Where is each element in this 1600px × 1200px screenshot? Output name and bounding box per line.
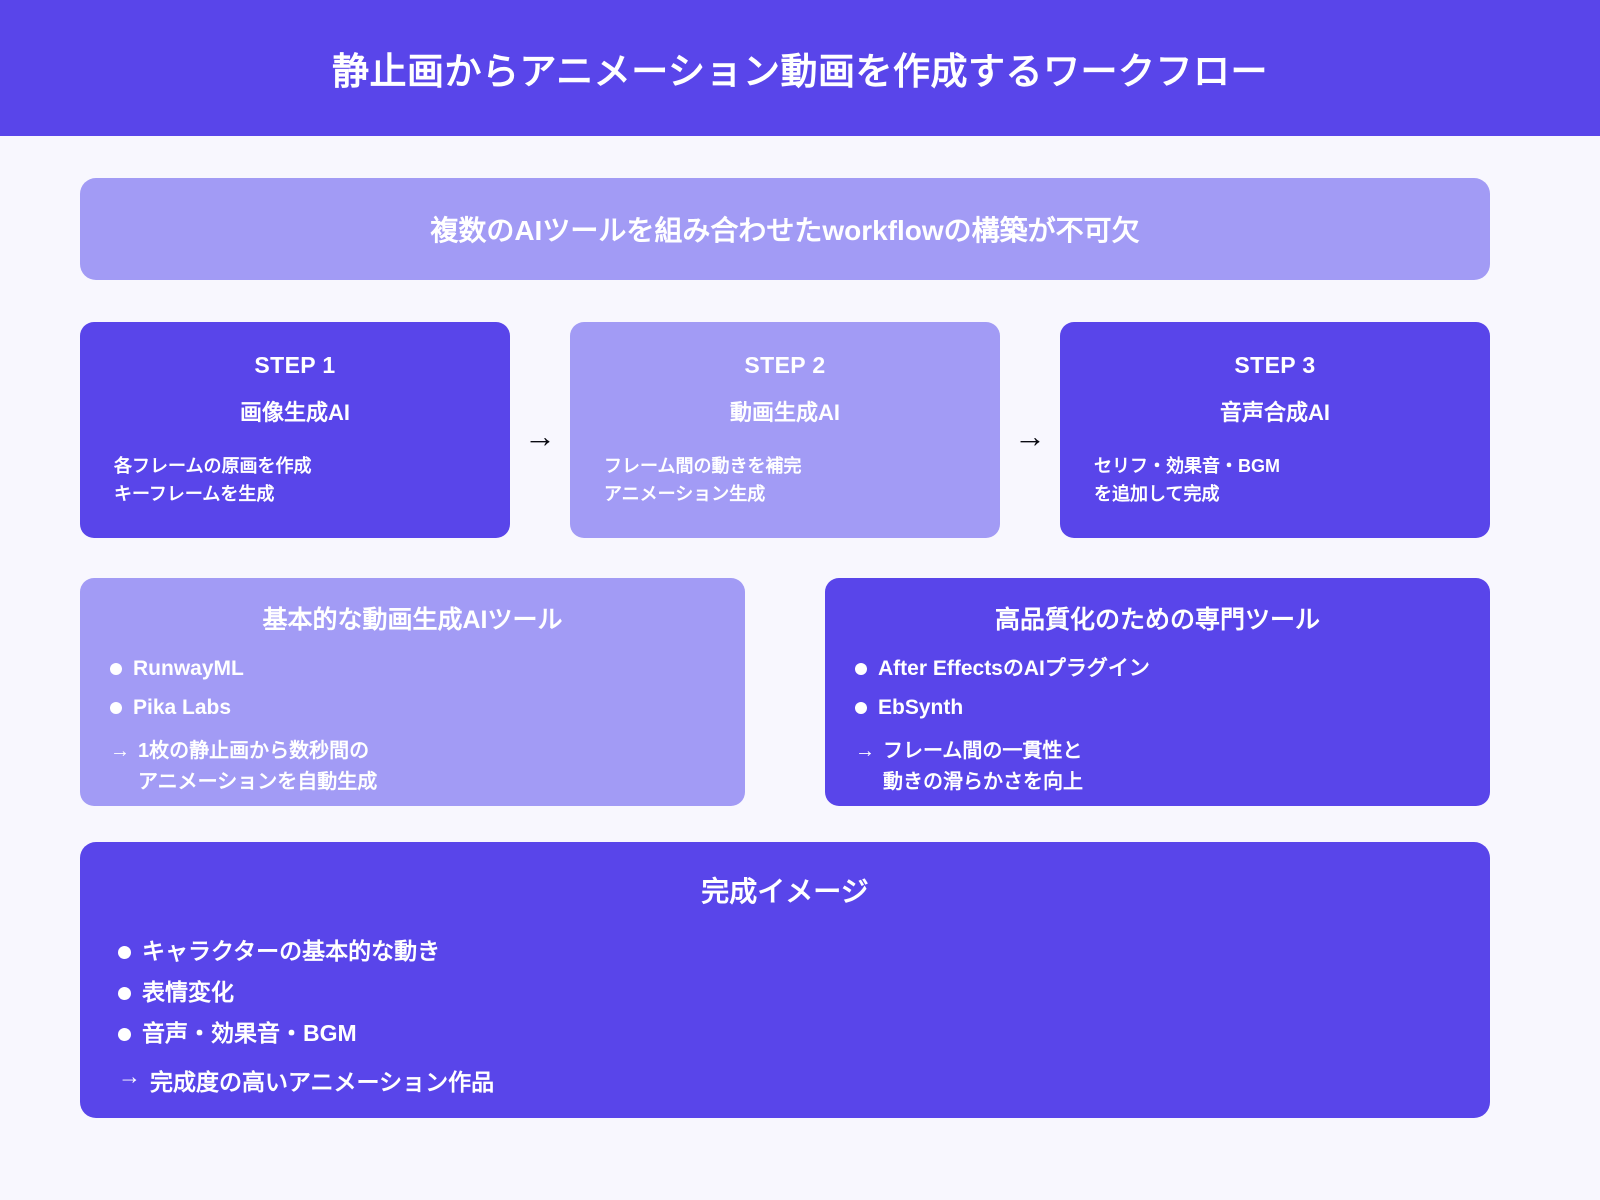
list-item: 表情変化 xyxy=(118,981,1452,1004)
advanced-tools-note-text: フレーム間の一貫性と 動きの滑らかさを向上 xyxy=(883,736,1083,798)
result-panel[interactable]: 完成イメージ キャラクターの基本的な動き 表情変化 音声・効果音・BGM → 完… xyxy=(80,842,1490,1118)
result-item-1-label: キャラクターの基本的な動き xyxy=(142,938,441,964)
basic-tool-2-label: Pika Labs xyxy=(133,696,232,719)
step-1-label: STEP 1 xyxy=(254,352,336,378)
step-card-2[interactable]: STEP 2 動画生成AI フレーム間の動きを補完 アニメーション生成 xyxy=(570,322,1000,538)
step-2-label: STEP 2 xyxy=(744,352,826,378)
advanced-tools-title: 高品質化のための専門ツール xyxy=(994,606,1320,634)
arrow-right-icon: → xyxy=(855,740,875,762)
list-item: After EffectsのAIプラグイン xyxy=(855,658,1460,679)
step-1-detail-line-1: 各フレームの原画を作成 xyxy=(114,456,312,476)
step-1-detail-line-2: キーフレームを生成 xyxy=(114,483,275,504)
basic-tools-note-line-2: アニメーションを自動生成 xyxy=(138,771,378,793)
step-3-label: STEP 3 xyxy=(1234,352,1316,378)
basic-tool-1-label: RunwayML xyxy=(133,657,244,680)
step-2-detail-line-1: フレーム間の動きを補完 xyxy=(604,456,802,476)
page-header: 静止画からアニメーション動画を作成するワークフロー xyxy=(0,0,1600,136)
arrow-right-icon-2: → xyxy=(1014,418,1046,454)
advanced-tools-note: → フレーム間の一貫性と 動きの滑らかさを向上 xyxy=(855,736,1460,798)
basic-tools-note-text: 1枚の静止画から数秒間の アニメーションを自動生成 xyxy=(138,736,377,798)
advanced-tool-2-label: EbSynth xyxy=(878,696,964,719)
bullet-dot-icon xyxy=(855,663,867,675)
arrow-right-icon: → xyxy=(118,1063,141,1089)
result-item-3-label: 音声・効果音・BGM xyxy=(142,1020,357,1046)
arrow-right-icon: → xyxy=(110,740,130,762)
result-note-text: 完成度の高いアニメーション作品 xyxy=(150,1069,495,1095)
page-title: 静止画からアニメーション動画を作成するワークフロー xyxy=(331,51,1269,92)
list-item: 音声・効果音・BGM xyxy=(118,1022,1452,1045)
result-note: → 完成度の高いアニメーション作品 xyxy=(118,1063,1452,1097)
basic-tools-note: → 1枚の静止画から数秒間の アニメーションを自動生成 xyxy=(110,736,715,798)
basic-tools-title: 基本的な動画生成AIツール xyxy=(262,606,563,634)
list-item: RunwayML xyxy=(110,658,715,679)
bullet-dot-icon xyxy=(110,702,122,714)
step-3-name: 音声合成AI xyxy=(1219,400,1330,425)
advanced-tools-panel[interactable]: 高品質化のための専門ツール After EffectsのAIプラグイン EbSy… xyxy=(825,578,1490,806)
step-card-1[interactable]: STEP 1 画像生成AI 各フレームの原画を作成 キーフレームを生成 xyxy=(80,322,510,538)
advanced-tools-note-line-2: 動きの滑らかさを向上 xyxy=(883,771,1083,793)
bullet-dot-icon xyxy=(118,987,131,1000)
list-item: キャラクターの基本的な動き xyxy=(118,940,1452,963)
steps-row: STEP 1 画像生成AI 各フレームの原画を作成 キーフレームを生成 → ST… xyxy=(80,322,1490,538)
step-2-detail-line-2: アニメーション生成 xyxy=(604,483,766,504)
subtitle-banner: 複数のAIツールを組み合わせたworkflowの構築が不可欠 xyxy=(80,178,1490,280)
step-3-detail-line-1: セリフ・効果音・BGM xyxy=(1094,456,1280,476)
advanced-tool-1-label: After EffectsのAIプラグイン xyxy=(878,657,1150,680)
bullet-dot-icon xyxy=(118,1028,131,1041)
bullet-dot-icon xyxy=(118,946,131,959)
tools-row: 基本的な動画生成AIツール RunwayML Pika Labs → 1枚の静止… xyxy=(80,578,1490,806)
arrow-right-icon-1: → xyxy=(524,418,556,454)
bullet-dot-icon xyxy=(855,702,867,714)
result-title: 完成イメージ xyxy=(701,876,869,907)
step-3-detail-line-2: を追加して完成 xyxy=(1094,483,1220,504)
step-card-3[interactable]: STEP 3 音声合成AI セリフ・効果音・BGM を追加して完成 xyxy=(1060,322,1490,538)
result-item-2-label: 表情変化 xyxy=(142,979,234,1005)
step-2-name: 動画生成AI xyxy=(729,400,840,425)
subtitle-text: 複数のAIツールを組み合わせたworkflowの構築が不可欠 xyxy=(430,215,1140,246)
advanced-tools-note-line-1: フレーム間の一貫性と xyxy=(883,740,1083,762)
basic-tools-note-line-1: 1枚の静止画から数秒間の xyxy=(138,740,370,762)
list-item: Pika Labs xyxy=(110,697,715,718)
list-item: EbSynth xyxy=(855,697,1460,718)
basic-tools-panel[interactable]: 基本的な動画生成AIツール RunwayML Pika Labs → 1枚の静止… xyxy=(80,578,745,806)
bullet-dot-icon xyxy=(110,663,122,675)
step-1-name: 画像生成AI xyxy=(239,400,350,425)
